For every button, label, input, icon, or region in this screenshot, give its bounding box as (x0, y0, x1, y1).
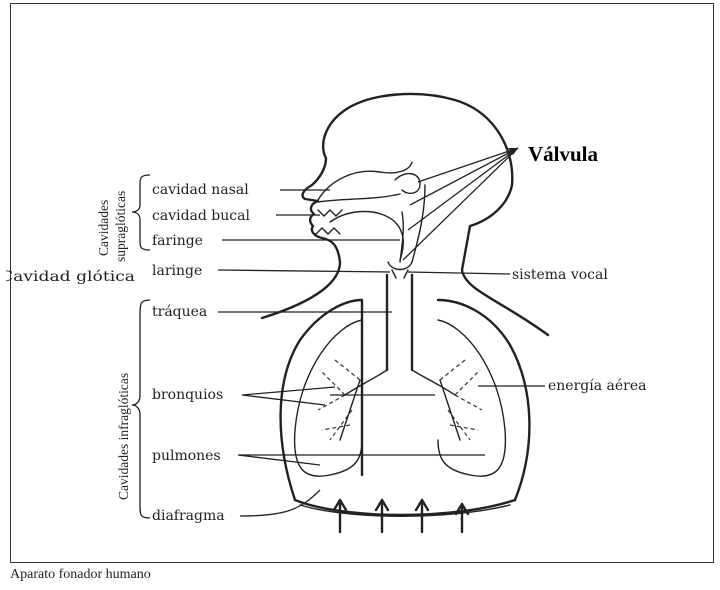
leader-bronquios (242, 387, 435, 405)
velum (395, 174, 420, 194)
bronchi (340, 370, 460, 440)
figure-caption: Aparato fonador humano (10, 567, 151, 583)
bracket-supra (132, 175, 150, 250)
group-supraglotica: Cavidades supraglóticas (96, 191, 128, 262)
label-faringe: faringe (152, 233, 203, 249)
leader-sistema-vocal (408, 272, 510, 274)
tongue (330, 212, 403, 261)
leader-laringe (218, 270, 390, 272)
arrow-1 (334, 500, 346, 532)
group-infraglotica: Cavidades infraglóticas (116, 373, 131, 500)
leader-diafragma (240, 490, 320, 516)
arrow-4 (456, 504, 468, 532)
label-traquea: tráquea (152, 304, 207, 320)
label-infraglotica: Cavidades infraglóticas (116, 373, 131, 500)
pharynx-back (412, 185, 425, 262)
larynx (388, 262, 412, 278)
label-sistema-vocal: sistema vocal (512, 267, 608, 283)
bracket-infra (132, 300, 150, 518)
label-diafragma: diafragma (152, 508, 225, 524)
label-supra-line1: Cavidades (96, 200, 111, 256)
lung-right (438, 320, 505, 476)
trachea (387, 275, 412, 370)
diaphragm (295, 500, 515, 515)
label-cavidad-bucal: cavidad bucal (152, 208, 250, 224)
thorax-outline (281, 300, 530, 500)
label-laringe: laringe (152, 263, 202, 279)
label-bronquios: bronquios (152, 387, 223, 403)
upper-teeth (318, 210, 342, 216)
label-cavidad-glotica: Cavidad glótica (0, 269, 135, 285)
lung-left (295, 320, 362, 476)
lower-teeth (316, 228, 340, 234)
palate (318, 194, 400, 202)
valvula-title: Válvula (528, 142, 599, 166)
head-outline (303, 94, 548, 335)
label-supra-line2: supraglóticas (113, 191, 128, 262)
label-cavidad-nasal: cavidad nasal (152, 182, 249, 198)
label-energia-aerea: energía aérea (548, 378, 646, 394)
label-pulmones: pulmones (152, 448, 221, 464)
leader-valvula (403, 148, 518, 260)
